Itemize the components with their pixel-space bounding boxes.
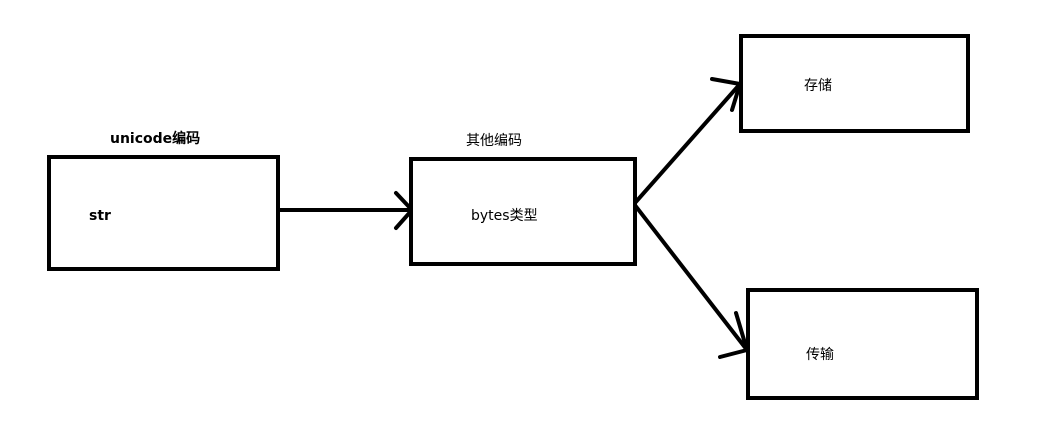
str-node-caption: unicode编码 — [110, 131, 201, 147]
transfer-node-label: 传输 — [806, 347, 834, 363]
str-node-label: str — [89, 208, 111, 224]
storage-node: 存储 — [739, 34, 970, 133]
arrow-bytes-to-storage — [632, 77, 742, 206]
bytes-node-label: bytes类型 — [471, 208, 538, 224]
transfer-node: 传输 — [746, 288, 979, 400]
storage-node-label: 存储 — [804, 78, 832, 94]
arrow-str-to-bytes — [278, 191, 414, 230]
bytes-node: bytes类型 — [409, 157, 637, 266]
arrow-bytes-to-transfer — [632, 202, 749, 359]
str-node: str — [47, 155, 280, 271]
bytes-node-caption: 其他编码 — [466, 133, 522, 149]
